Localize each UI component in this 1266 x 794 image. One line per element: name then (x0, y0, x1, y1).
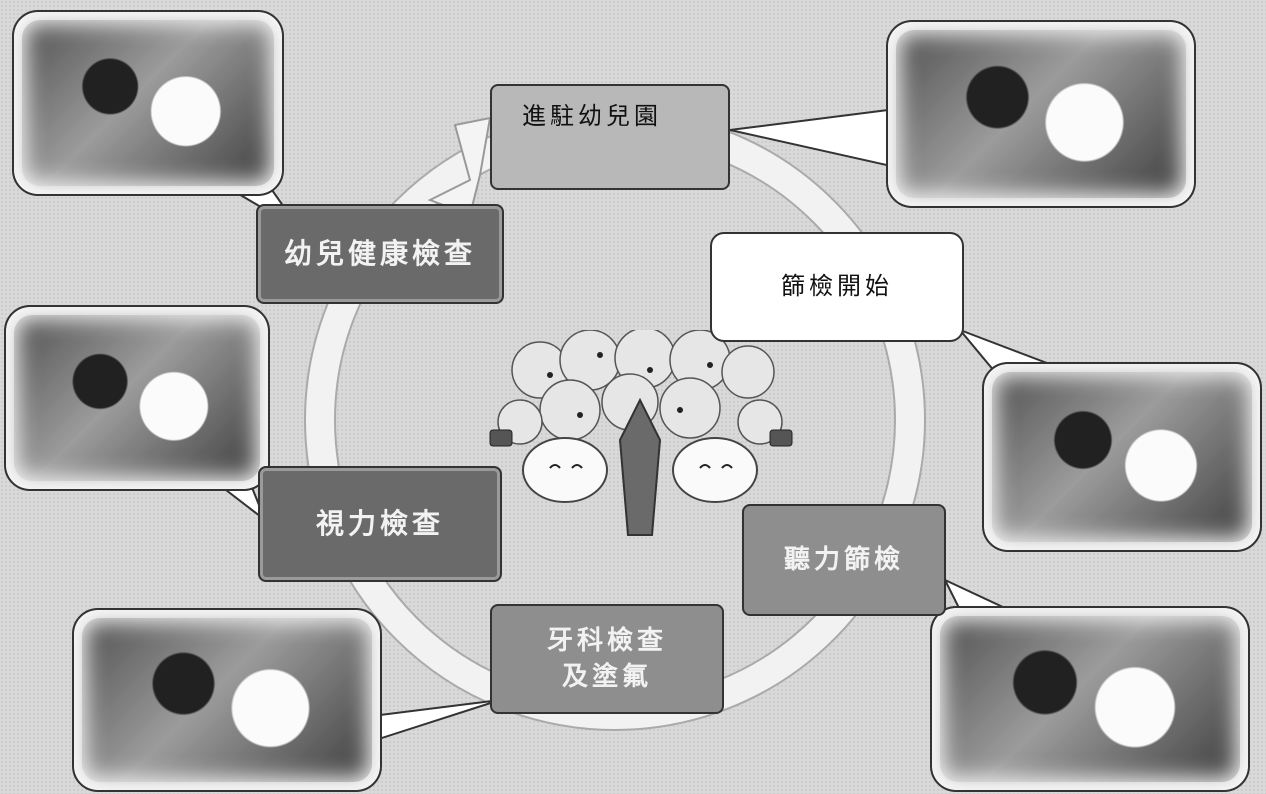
cat-face-left-icon (522, 437, 608, 503)
photo-kindergarten-arrival (886, 20, 1196, 208)
tree-illustration (489, 330, 793, 536)
photo-vision-test (4, 305, 270, 491)
step-dental-fluoride: 牙科檢查 及塗氟 (490, 604, 724, 714)
step-screening-start: 篩檢開始 (710, 232, 964, 342)
photo-health-check (12, 10, 284, 196)
step-hearing-screening: 聽力篩檢 (742, 504, 946, 616)
step-enter-kindergarten: 進駐幼兒園 (490, 84, 730, 190)
step-vision-test: 視力檢查 (258, 466, 502, 582)
photo-children-line (982, 362, 1262, 552)
step-health-check: 幼兒健康檢查 (256, 204, 504, 304)
photo-dental-check (72, 608, 382, 792)
photo-hearing-screening (930, 606, 1250, 792)
cat-face-right-icon (672, 437, 758, 503)
